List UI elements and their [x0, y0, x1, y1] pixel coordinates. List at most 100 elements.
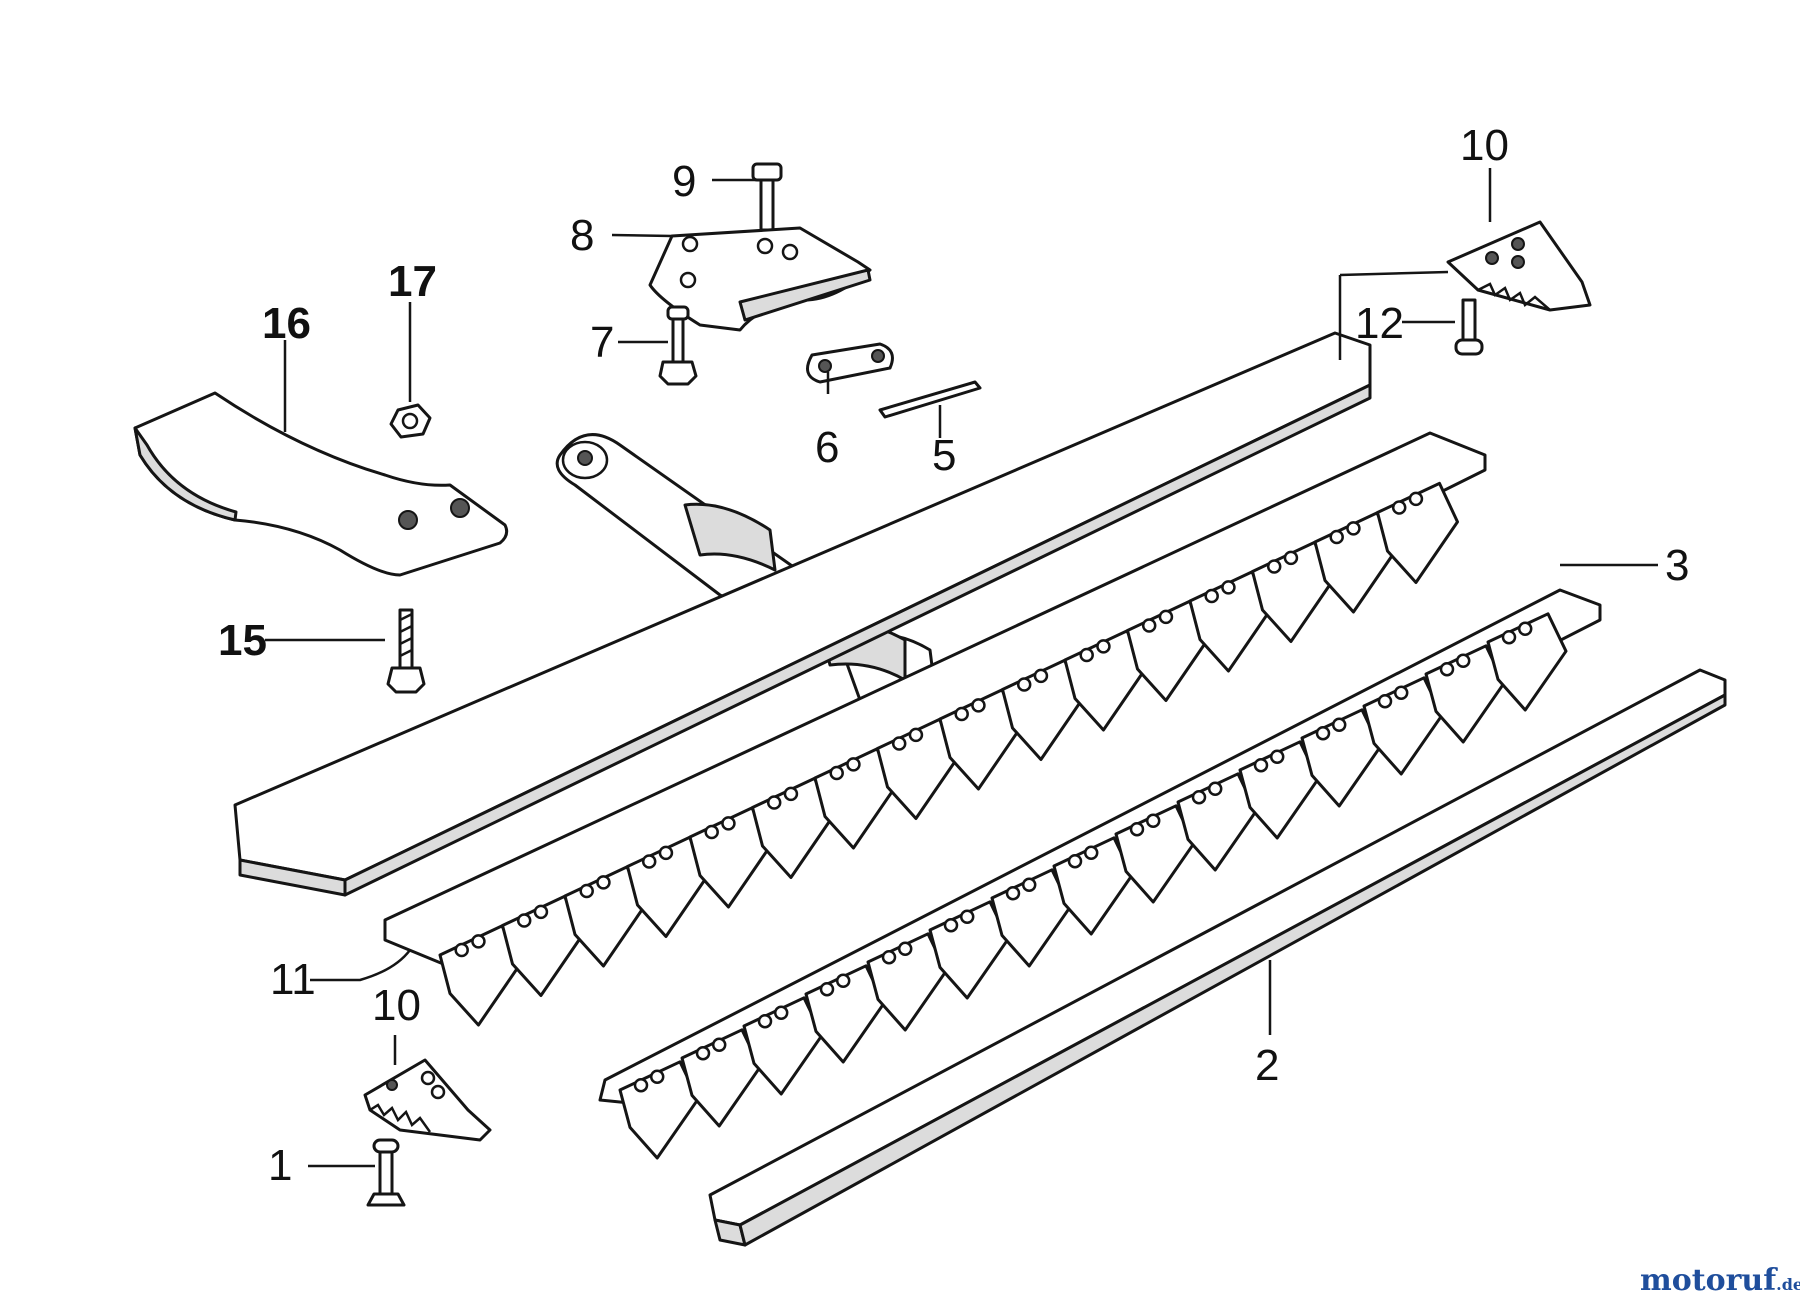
- middle-knife-rivet-hole: [471, 934, 486, 949]
- middle-knife-rivet-hole: [1266, 559, 1282, 574]
- lower-knife-rivet-hole: [1393, 685, 1409, 701]
- lower-knife-assembly: [598, 588, 1602, 1160]
- lower-knife-rivet-hole: [943, 917, 959, 933]
- svg-text:motoruf.de: motoruf.de: [1640, 1263, 1800, 1298]
- middle-knife-rivet-hole: [1079, 647, 1094, 663]
- lower-knife-rivet-hole: [1377, 693, 1393, 709]
- middle-knife-rivet-hole: [1283, 550, 1299, 566]
- lower-knife-rivet-hole: [695, 1045, 711, 1061]
- lower-knife-rivet-hole: [1269, 749, 1285, 765]
- callout-8: 8: [570, 211, 594, 260]
- callout-17: 17: [388, 257, 437, 306]
- lower-knife-rivet-hole: [881, 949, 897, 965]
- part-6-link: [806, 342, 894, 384]
- part-9-bolt: [751, 162, 783, 232]
- part-10-knife-section-top: [1446, 220, 1592, 312]
- middle-knife-rivet-hole: [783, 786, 799, 802]
- leader-lines: [265, 168, 1658, 1168]
- middle-knife-rivet-hole: [533, 904, 549, 920]
- lower-knife-rivet-hole: [633, 1077, 649, 1093]
- lower-knife-rivet-hole: [757, 1013, 773, 1029]
- part-12-bolt: [1454, 298, 1484, 356]
- callout-11: 11: [270, 955, 316, 1004]
- middle-knife-rivet-hole: [596, 875, 611, 890]
- middle-knife-rivet-hole: [454, 942, 469, 958]
- middle-knife-rivet-hole: [1408, 491, 1424, 507]
- lower-knife-rivet-hole: [773, 1005, 789, 1021]
- lower-knife-rivet-hole: [1253, 757, 1269, 773]
- part-8-clamp-plate: [648, 226, 872, 332]
- part-10-knife-section-bottom: [363, 1058, 492, 1142]
- lower-knife-rivet-hole: [1331, 717, 1347, 733]
- part-15-bolt: [386, 608, 426, 694]
- lower-knife-rivet-hole: [1501, 629, 1517, 645]
- lower-knife-rivet-hole: [1129, 821, 1145, 837]
- lower-knife-rivet-hole: [819, 981, 835, 997]
- middle-knife-assembly: [383, 431, 1487, 1027]
- lower-knife-rivet-hole: [1517, 621, 1533, 637]
- part-5-pin: [878, 380, 982, 419]
- lower-knife-rivet-hole: [1191, 789, 1207, 805]
- lower-knife-rivet-hole: [1083, 845, 1099, 861]
- lower-knife-rivet-hole: [897, 941, 913, 957]
- middle-knife-rivet-hole: [704, 824, 719, 840]
- part-1-bolt: [366, 1138, 406, 1207]
- middle-knife-rivet-hole: [1141, 618, 1157, 633]
- middle-knife-rivet-hole: [1391, 500, 1407, 515]
- callout-9: 9: [672, 157, 696, 206]
- lower-knife-rivet-hole: [1021, 877, 1037, 893]
- middle-knife-rivet-hole: [1221, 580, 1236, 595]
- middle-knife-rivet-hole: [658, 845, 674, 861]
- watermark-suffix: .de: [1776, 1275, 1800, 1294]
- lower-knife-rivet-hole: [1455, 653, 1471, 669]
- middle-knife-rivet-hole: [954, 706, 969, 722]
- lower-knife-rivet-hole: [1439, 661, 1455, 677]
- watermark-logo: motoruf.de: [1640, 1263, 1800, 1298]
- middle-knife-rivet-hole: [1346, 521, 1361, 536]
- middle-knife-rivet-hole: [1096, 639, 1111, 654]
- middle-knife-rivet-hole: [516, 913, 532, 928]
- lower-knife-rivet-hole: [711, 1037, 727, 1053]
- lower-knife-rivet-hole: [1315, 725, 1331, 741]
- callout-labels: 9 8 10 17 16 7 12 6 5 3 15 11 10 2 1: [218, 121, 1689, 1190]
- callout-3: 3: [1665, 541, 1689, 590]
- callout-16: 16: [262, 299, 311, 348]
- watermark-brand: motoruf: [1640, 1263, 1778, 1298]
- middle-knife-rivet-hole: [891, 736, 907, 751]
- callout-6: 6: [815, 423, 839, 472]
- middle-knife-rivet-hole: [641, 854, 657, 869]
- middle-knife-rivet-hole: [1033, 668, 1049, 684]
- middle-knife-rivet-hole: [721, 816, 736, 831]
- middle-knife-rivet-hole: [971, 698, 986, 713]
- callout-7: 7: [590, 318, 614, 367]
- callout-10-top: 10: [1460, 121, 1509, 170]
- middle-knife-rivet-hole: [1329, 529, 1344, 545]
- callout-15: 15: [218, 616, 267, 665]
- middle-knife-rivet-hole: [908, 727, 924, 743]
- middle-knife-rivet-hole: [829, 765, 844, 781]
- callout-12: 12: [1355, 299, 1404, 348]
- part-2-guard-rail: [708, 668, 1727, 1247]
- callout-5: 5: [932, 431, 956, 480]
- lower-knife-rivet-hole: [835, 973, 851, 989]
- part-7-screw: [658, 305, 698, 386]
- lower-knife-rivet-hole: [649, 1069, 665, 1085]
- callout-10-bottom: 10: [372, 981, 421, 1030]
- callout-1: 1: [268, 1141, 292, 1190]
- middle-knife-rivet-hole: [846, 757, 861, 772]
- lower-knife-rivet-hole: [1207, 781, 1223, 797]
- lower-knife-rivet-hole: [1145, 813, 1161, 829]
- part-17-nut: [389, 403, 432, 439]
- callout-2: 2: [1255, 1041, 1279, 1090]
- lower-knife-rivet-hole: [1067, 853, 1083, 869]
- middle-knife-rivet-hole: [579, 883, 594, 899]
- lower-knife-rivet-hole: [1005, 885, 1021, 901]
- middle-knife-rivet-hole: [1204, 588, 1219, 604]
- part-16-curved-strap: [133, 391, 509, 577]
- middle-knife-rivet-hole: [766, 795, 782, 810]
- lower-knife-rivet-hole: [959, 909, 975, 925]
- middle-knife-rivet-hole: [1158, 609, 1174, 625]
- upper-cutter-bar: [233, 331, 1372, 897]
- middle-knife-rivet-hole: [1016, 677, 1032, 692]
